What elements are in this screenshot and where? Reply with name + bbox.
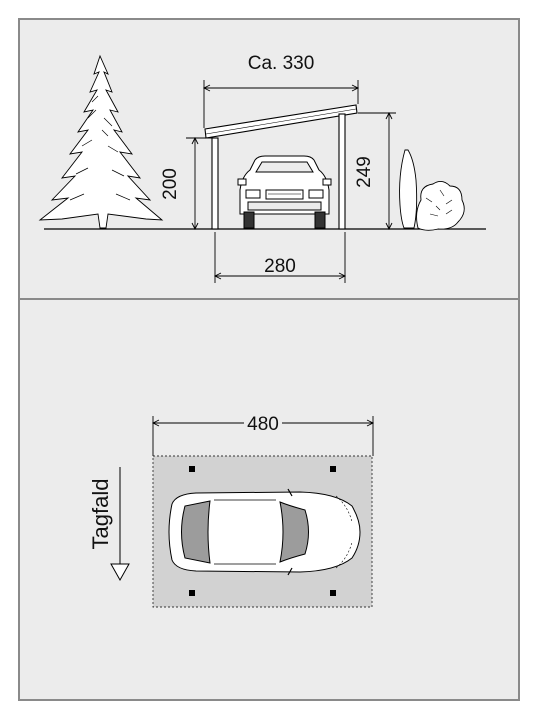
overall-width-dimension <box>202 80 360 128</box>
post-marker <box>330 466 336 472</box>
low-height-dimension <box>186 136 212 231</box>
post-marker <box>189 466 195 472</box>
post-spacing-dimension <box>213 232 347 283</box>
length-dimension <box>151 416 375 456</box>
high-height-dimension <box>358 111 396 231</box>
post-marker <box>330 590 336 596</box>
shrub-illustration <box>399 149 465 231</box>
high-height-label: 249 <box>354 156 375 188</box>
car-top-view <box>168 488 361 576</box>
carport-post-high <box>338 113 346 230</box>
carport-post-low <box>211 137 219 230</box>
elevation-view <box>38 54 486 283</box>
overall-width-label: Ca. 330 <box>248 53 315 74</box>
length-label: 480 <box>247 414 279 435</box>
roof-fall-arrow <box>110 467 130 582</box>
post-marker <box>189 590 195 596</box>
plan-view <box>151 416 375 608</box>
low-height-label: 200 <box>160 168 181 200</box>
carport-structure <box>204 104 358 230</box>
roof-fall-label: Tagfald <box>88 479 113 550</box>
car-front-view <box>237 155 332 229</box>
post-spacing-label: 280 <box>264 256 296 277</box>
fir-tree-illustration <box>38 54 164 229</box>
